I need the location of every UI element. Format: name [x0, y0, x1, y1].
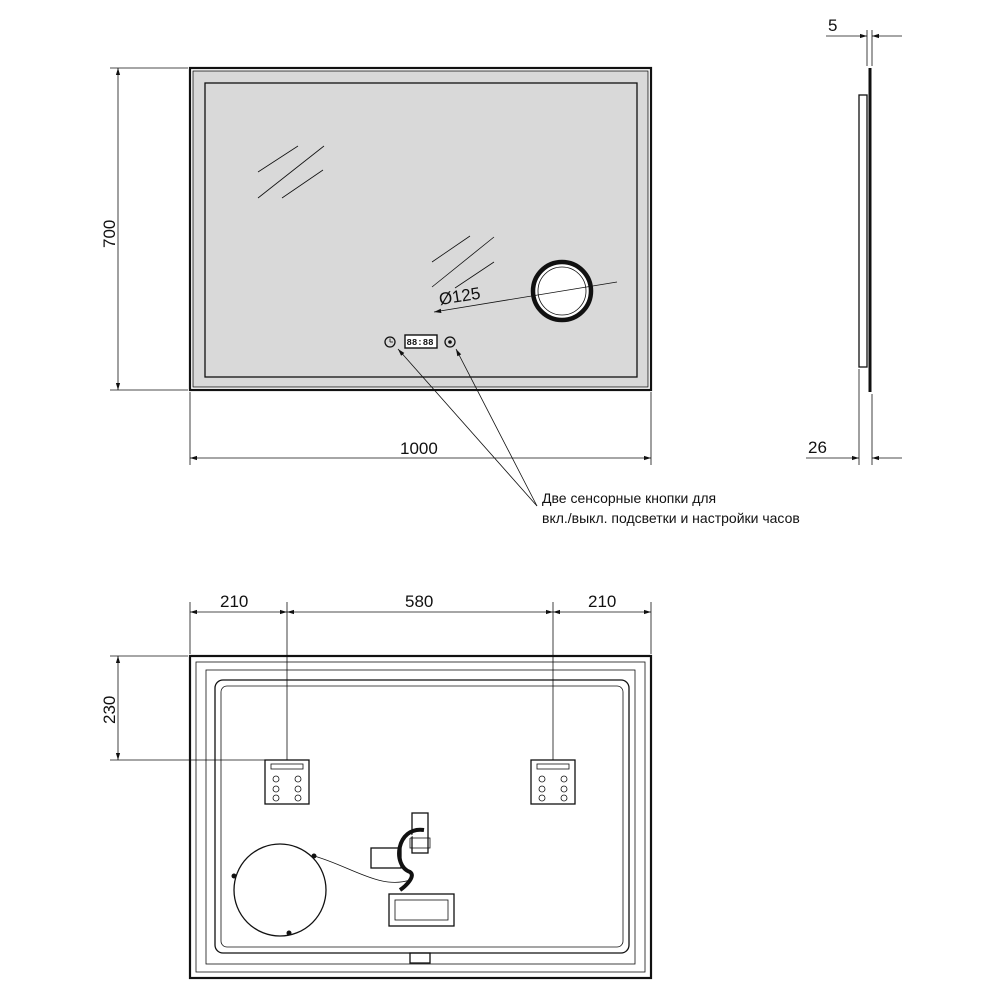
center-span-label: 580: [405, 592, 433, 611]
back-view: 210 580 210 230: [100, 592, 653, 980]
reflection-marks-lower: [431, 235, 495, 289]
light-touch-button-icon: [444, 336, 456, 348]
mirror-outer-frame: [188, 66, 653, 392]
power-supply-assembly: [313, 812, 455, 964]
magnifier-diameter-line: [433, 281, 618, 313]
touch-buttons-callout: Две сенсорные кнопки для вкл./выкл. подс…: [397, 348, 800, 526]
clock-touch-button-icon: [384, 336, 396, 348]
side-bottom-thickness-label: 26: [808, 438, 827, 457]
side-top-thickness-label: 5: [828, 16, 837, 35]
callout-line-1: Две сенсорные кнопки для: [542, 490, 716, 506]
top-offset-label: 230: [100, 696, 119, 724]
clock-display: 88:88: [404, 334, 438, 349]
callout-line-2: вкл./выкл. подсветки и настройки часов: [542, 510, 800, 526]
mounting-bracket-right: [530, 759, 576, 805]
back-outer-frame: [188, 654, 653, 980]
front-view: Ø125 88:88 1000 700: [100, 66, 653, 465]
left-offset-label: 210: [220, 592, 248, 611]
svg-text:88:88: 88:88: [407, 338, 434, 348]
reflection-marks-upper: [257, 145, 325, 199]
mirror-glass: [204, 82, 638, 378]
height-dimension-label: 700: [100, 220, 119, 248]
side-profile-body: [858, 94, 868, 368]
mounting-bracket-left: [264, 759, 310, 805]
width-dimension-label: 1000: [400, 439, 438, 458]
right-offset-label: 210: [588, 592, 616, 611]
magnifier-back-housing: [231, 843, 327, 937]
side-view: 5 26: [806, 16, 902, 465]
